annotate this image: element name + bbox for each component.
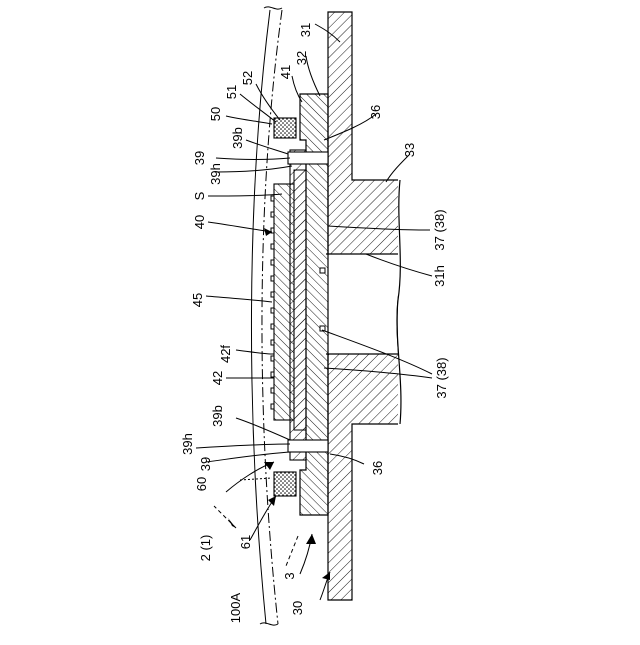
seal-ring-bottom — [274, 472, 296, 496]
label-51: 51 — [224, 85, 239, 99]
label-40: 40 — [192, 215, 207, 229]
label-52: 52 — [240, 71, 255, 85]
label-37-38-top: 37 (38) — [432, 209, 447, 250]
label-39-bottom: 39 — [198, 457, 213, 471]
label-50: 50 — [208, 107, 223, 121]
label-41: 41 — [278, 65, 293, 79]
label-61: 61 — [238, 535, 253, 549]
label-3: 3 — [282, 572, 297, 579]
label-32: 32 — [294, 51, 309, 65]
label-39h-bottom: 39h — [180, 433, 195, 455]
label-30: 30 — [290, 601, 305, 615]
plate-42-inner — [294, 170, 306, 430]
opening-31h — [326, 254, 402, 354]
label-2-1: 2 (1) — [198, 535, 213, 562]
label-31: 31 — [298, 23, 313, 37]
label-31h: 31h — [432, 265, 447, 287]
fastener-39h-bottom — [288, 440, 328, 452]
label-60: 60 — [194, 477, 209, 491]
label-39b-bottom: 39b — [210, 405, 225, 427]
label-36-top: 36 — [368, 105, 383, 119]
label-S: S — [192, 191, 207, 200]
label-42: 42 — [210, 371, 225, 385]
label-42f: 42f — [218, 345, 233, 363]
label-39b-top: 39b — [230, 127, 245, 149]
label-37-38-bottom: 37 (38) — [434, 357, 449, 398]
label-33: 33 — [402, 143, 417, 157]
fastener-39h-top — [288, 152, 328, 164]
label-45: 45 — [190, 293, 205, 307]
label-39h-top: 39h — [208, 163, 223, 185]
label-36-bottom: 36 — [370, 461, 385, 475]
label-39-top: 39 — [192, 151, 207, 165]
plate-42 — [274, 184, 294, 420]
label-100A: 100A — [228, 592, 243, 623]
seal-ring-top — [274, 118, 296, 138]
